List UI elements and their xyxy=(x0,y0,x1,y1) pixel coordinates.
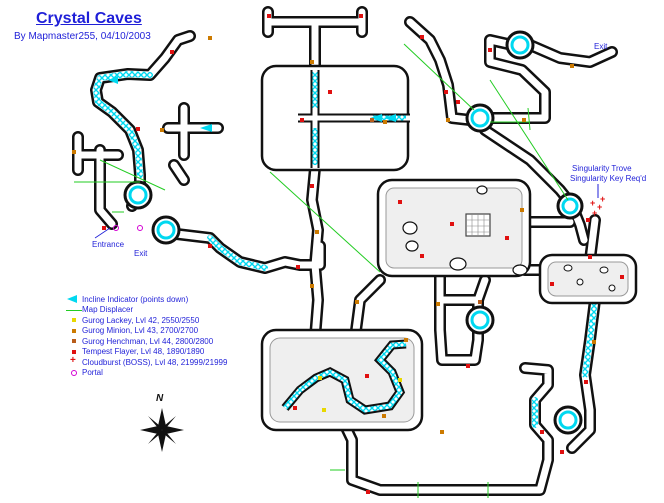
legend-item-minion: Gurog Minion, Lvl 43, 2700/2700 xyxy=(66,326,227,337)
legend-item-displacer: Map Displacer xyxy=(66,305,227,316)
square-marker-icon xyxy=(66,336,82,346)
label-exit-left: Exit xyxy=(134,249,148,258)
monster-markers: ++++ xyxy=(72,14,624,494)
legend-item-henchman: Gurog Henchman, Lvl 44, 2800/2800 xyxy=(66,336,227,347)
map-byline: By Mapmaster255, 04/10/2003 xyxy=(14,31,151,42)
square-marker-icon xyxy=(66,326,82,336)
portal-markers xyxy=(113,225,143,231)
legend-item-flayer: Tempest Flayer, Lvl 48, 1890/1890 xyxy=(66,347,227,358)
ring-chamber-southeast xyxy=(553,405,583,435)
incline-east xyxy=(582,297,598,378)
ring-chamber-northeast xyxy=(505,30,535,60)
label-singularity-key: Singularity Key Req'd xyxy=(570,174,647,183)
boss-cluster: ++++ xyxy=(590,194,605,218)
ring-chamber-west xyxy=(123,180,153,210)
label-singularity-trove: Singularity Trove xyxy=(572,164,632,173)
plus-marker-icon: + xyxy=(70,355,76,367)
map-title: Crystal Caves xyxy=(36,10,142,27)
ring-chambers xyxy=(123,30,584,435)
square-marker-icon xyxy=(66,347,82,357)
legend-item-portal: Portal xyxy=(66,368,227,379)
svg-text:+: + xyxy=(597,202,602,212)
svg-text:+: + xyxy=(592,208,597,218)
map-displacers xyxy=(74,43,569,498)
label-exit-top-right: Exit xyxy=(594,42,608,51)
incline-southwest xyxy=(207,235,268,271)
displacer-line-icon xyxy=(66,305,82,315)
svg-text:+: + xyxy=(600,194,605,204)
square-marker-icon xyxy=(66,315,82,325)
incline-indicators xyxy=(108,76,396,132)
label-entrance: Entrance xyxy=(92,240,125,249)
rooms xyxy=(260,64,638,432)
ring-chamber-trove xyxy=(556,192,584,220)
svg-text:+: + xyxy=(590,198,595,208)
compass-north-label: N xyxy=(156,393,164,404)
incline-left-loop xyxy=(93,71,153,178)
ring-chamber-north xyxy=(465,103,495,133)
compass-rose xyxy=(140,408,184,452)
legend-item-boss: + Cloudburst (BOSS), Lvl 48, 21999/21999 xyxy=(66,355,227,368)
legend-item-lackey: Gurog Lackey, Lvl 42, 2550/2550 xyxy=(66,315,227,326)
ring-chamber-middle xyxy=(465,305,495,335)
ring-chamber-southwest xyxy=(151,215,181,245)
map-legend: Incline Indicator (points down) Map Disp… xyxy=(66,294,227,378)
ring-marker-icon xyxy=(66,368,82,378)
legend-item-incline: Incline Indicator (points down) xyxy=(66,294,227,305)
incline-icon xyxy=(66,294,82,304)
